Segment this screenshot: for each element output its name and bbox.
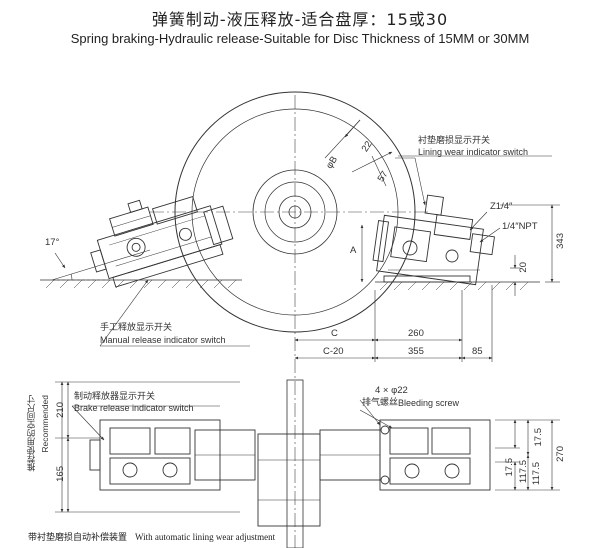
footer-note-cn: 带衬垫磨损自动补偿装置	[28, 533, 128, 543]
brake-release-leader	[71, 405, 220, 441]
ground-left	[40, 279, 242, 289]
recommended-space-label-en: Recommended	[40, 395, 50, 453]
brake-disc	[174, 91, 416, 333]
port-leaders	[469, 211, 501, 243]
dim-z14: Z1/4″	[490, 201, 513, 212]
bleeding-screw-label-en: Bleeding screw	[398, 398, 460, 408]
dim-17-5-lower: 17.5	[504, 458, 515, 477]
dim-20: 20	[518, 262, 529, 273]
footer-note: 带衬垫磨损自动补偿装置 With automatic lining wear ad…	[28, 530, 275, 543]
manual-release-leader	[99, 279, 250, 347]
dim-165: 165	[55, 466, 66, 482]
dim-343-20	[500, 204, 560, 296]
footer-note-en: With automatic lining wear adjustment	[135, 532, 276, 542]
right-caliper	[372, 194, 495, 286]
disc-hub-side	[257, 379, 321, 548]
dim-angle-17: 17°	[45, 237, 60, 248]
dim-343: 343	[555, 233, 566, 249]
dim-npt: 1/4″NPT	[502, 221, 538, 232]
dim-117-5-right: 117.5	[531, 462, 542, 486]
left-caliper	[90, 195, 234, 288]
title-english: Spring braking-Hydraulic release-Suitabl…	[70, 31, 530, 46]
brake-release-label-cn: 制动释放器显示开关	[74, 392, 156, 402]
dim-17-5-upper: 17.5	[533, 428, 544, 447]
dim-c: C	[331, 328, 338, 339]
angle-17-marker	[51, 249, 151, 281]
bottom-right-caliper	[319, 419, 491, 491]
bottom-right-dims	[495, 419, 560, 491]
dim-355: 355	[408, 346, 424, 357]
dim-a: A	[350, 245, 357, 256]
dim-holes: 4 × φ22	[375, 385, 408, 396]
recommended-space	[55, 381, 240, 513]
dim-260: 260	[408, 328, 424, 339]
lining-wear-label-cn: 衬垫磨损显示开关	[418, 136, 491, 146]
bottom-left-caliper	[89, 419, 256, 491]
recommended-space-label-cn: 推荐使用的空间尺寸	[27, 395, 37, 472]
brake-release-label-en: Brake release indicator switch	[74, 403, 194, 413]
manual-release-label-cn: 手工释放显示开关	[100, 323, 173, 333]
centerlines	[150, 95, 430, 548]
dim-117-5-left: 117.5	[518, 460, 529, 484]
title-chinese: 弹簧制动-液压释放-适合盘厚：15或30	[151, 10, 449, 29]
leaders-top	[395, 155, 552, 206]
dim-c-20: C-20	[323, 346, 344, 357]
dim-210: 210	[55, 402, 66, 418]
dim-85: 85	[472, 346, 483, 357]
bottom-right-leaders	[359, 399, 393, 429]
bleeding-screw-label-cn: 排气螺丝	[362, 398, 399, 408]
lining-wear-label-en: Lining wear indicator switch	[418, 147, 529, 157]
dim-phiB-22-57	[324, 119, 393, 187]
horizontal-dims	[294, 285, 493, 362]
manual-release-label-en: Manual release indicator switch	[100, 335, 226, 345]
dim-270: 270	[555, 446, 566, 462]
